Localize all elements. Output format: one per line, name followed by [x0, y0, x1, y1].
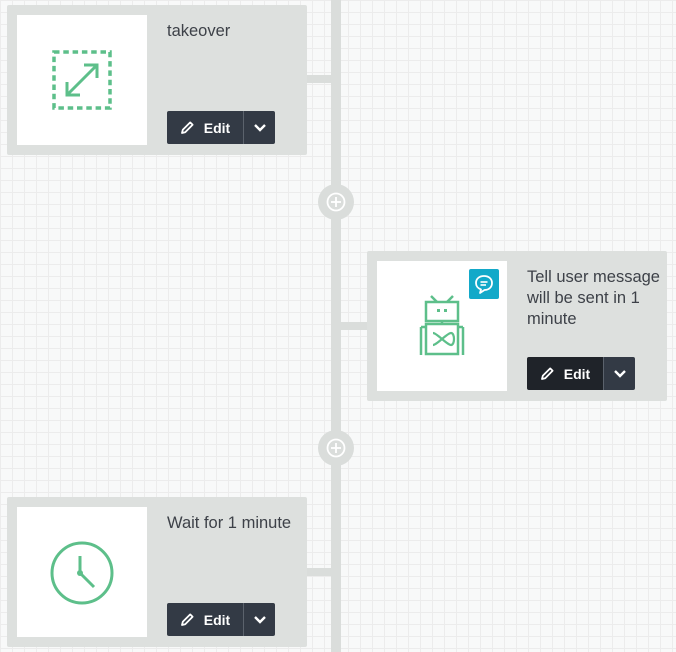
edit-button-group: Edit [167, 111, 275, 144]
edit-button-label: Edit [203, 119, 231, 136]
edit-button-label: Edit [203, 611, 231, 628]
flow-step-card[interactable]: takeover Edit [7, 5, 307, 155]
step-title: Wait for 1 minute [167, 514, 292, 532]
chevron-down-icon [253, 615, 266, 624]
connector-step-1 [306, 75, 336, 83]
chevron-down-icon [613, 369, 626, 378]
plus-circle-icon [326, 192, 346, 212]
button-divider [603, 357, 604, 390]
step-thumbnail [17, 15, 147, 145]
connector-step-3 [306, 568, 336, 576]
step-options-dropdown[interactable] [244, 111, 275, 144]
plus-circle-icon [326, 438, 346, 458]
pencil-icon [180, 121, 194, 134]
add-step-button[interactable] [318, 430, 354, 466]
step-options-dropdown[interactable] [604, 357, 635, 390]
edit-button-label: Edit [563, 365, 591, 382]
step-thumbnail [17, 507, 147, 637]
add-step-button[interactable] [318, 184, 354, 220]
button-divider [243, 111, 244, 144]
step-options-dropdown[interactable] [244, 603, 275, 636]
expand-arrows-icon [52, 50, 112, 110]
edit-button[interactable]: Edit [167, 603, 243, 636]
step-thumbnail [377, 261, 507, 391]
step-title: Tell user message will be sent in 1 minu… [527, 268, 660, 328]
connector-step-2 [336, 322, 368, 330]
edit-button-group: Edit [527, 357, 635, 390]
edit-button-group: Edit [167, 603, 275, 636]
button-divider [243, 603, 244, 636]
step-title: takeover [167, 22, 231, 40]
edit-button[interactable]: Edit [167, 111, 243, 144]
edit-button[interactable]: Edit [527, 357, 603, 390]
pencil-icon [180, 613, 194, 626]
chat-badge [469, 269, 499, 299]
flow-step-card[interactable]: Tell user message will be sent in 1 minu… [367, 251, 667, 401]
pencil-icon [540, 367, 554, 380]
robot-icon [419, 295, 465, 356]
chevron-down-icon [253, 123, 266, 132]
clock-icon [50, 541, 114, 605]
chat-bubble-icon [475, 275, 493, 294]
flow-step-card[interactable]: Wait for 1 minute Edit [7, 497, 307, 647]
